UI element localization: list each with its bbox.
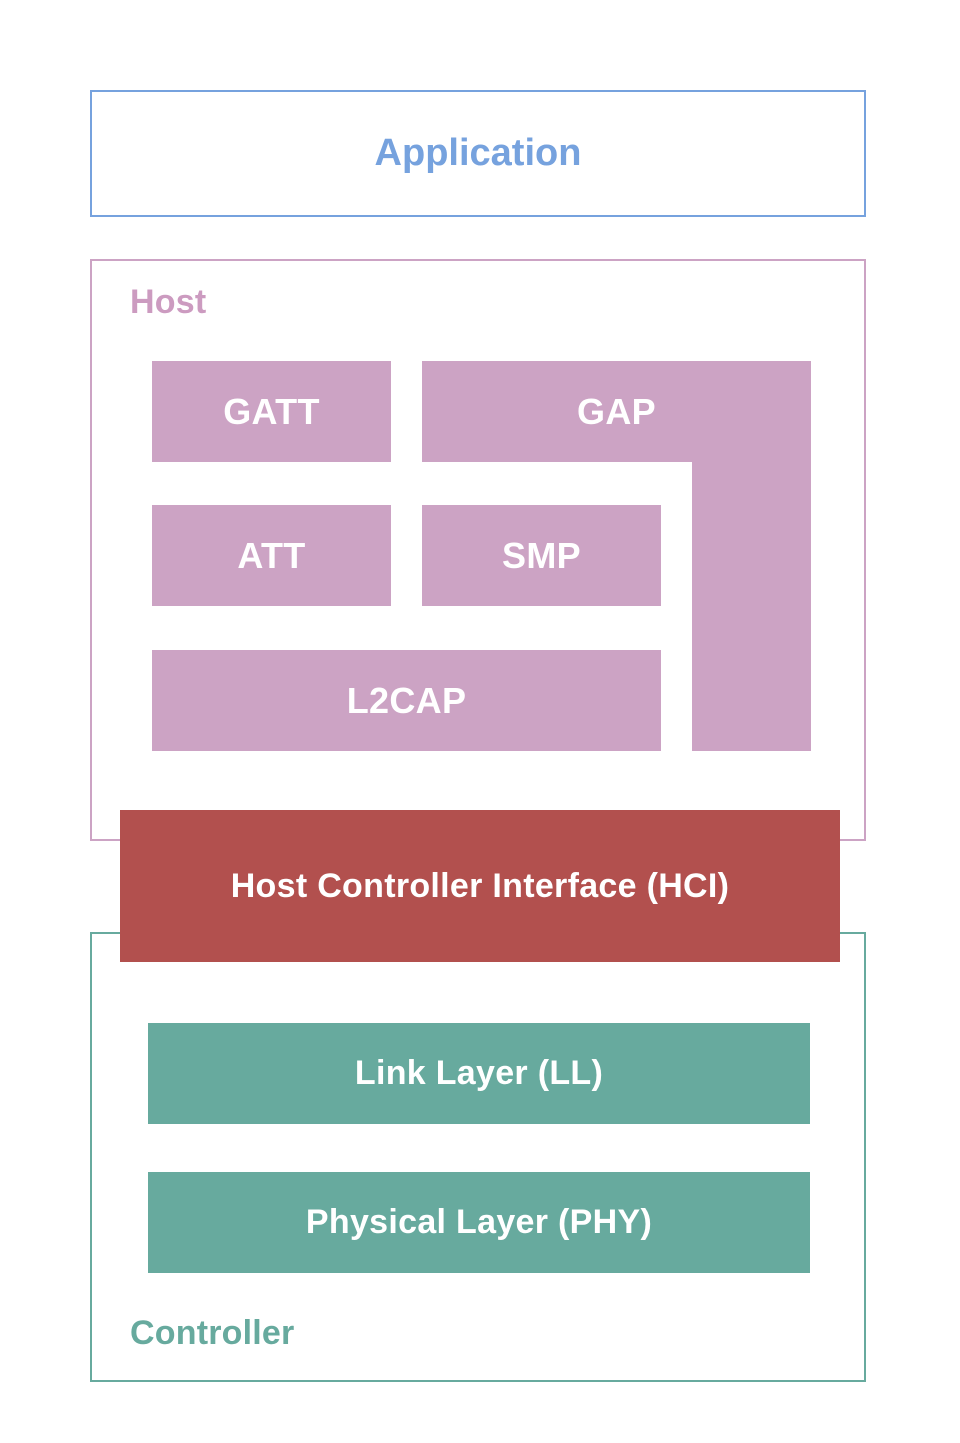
application-layer-label: Application <box>374 132 582 174</box>
host-controller-interface-bar: Host Controller Interface (HCI) <box>120 810 840 962</box>
host-block-gap: GAP <box>422 361 811 462</box>
host-block-smp: SMP <box>422 505 661 606</box>
controller-block-link-layer: Link Layer (LL) <box>148 1023 810 1124</box>
controller-block-physical-layer: Physical Layer (PHY) <box>148 1172 810 1273</box>
host-block-att: ATT <box>152 505 391 606</box>
host-block-l2cap: L2CAP <box>152 650 661 751</box>
controller-layer-label: Controller <box>130 1314 295 1352</box>
application-layer-container <box>90 90 866 217</box>
host-layer-label: Host <box>130 283 207 321</box>
host-block-gatt: GATT <box>152 361 391 462</box>
host-block-gap-column <box>692 462 811 751</box>
